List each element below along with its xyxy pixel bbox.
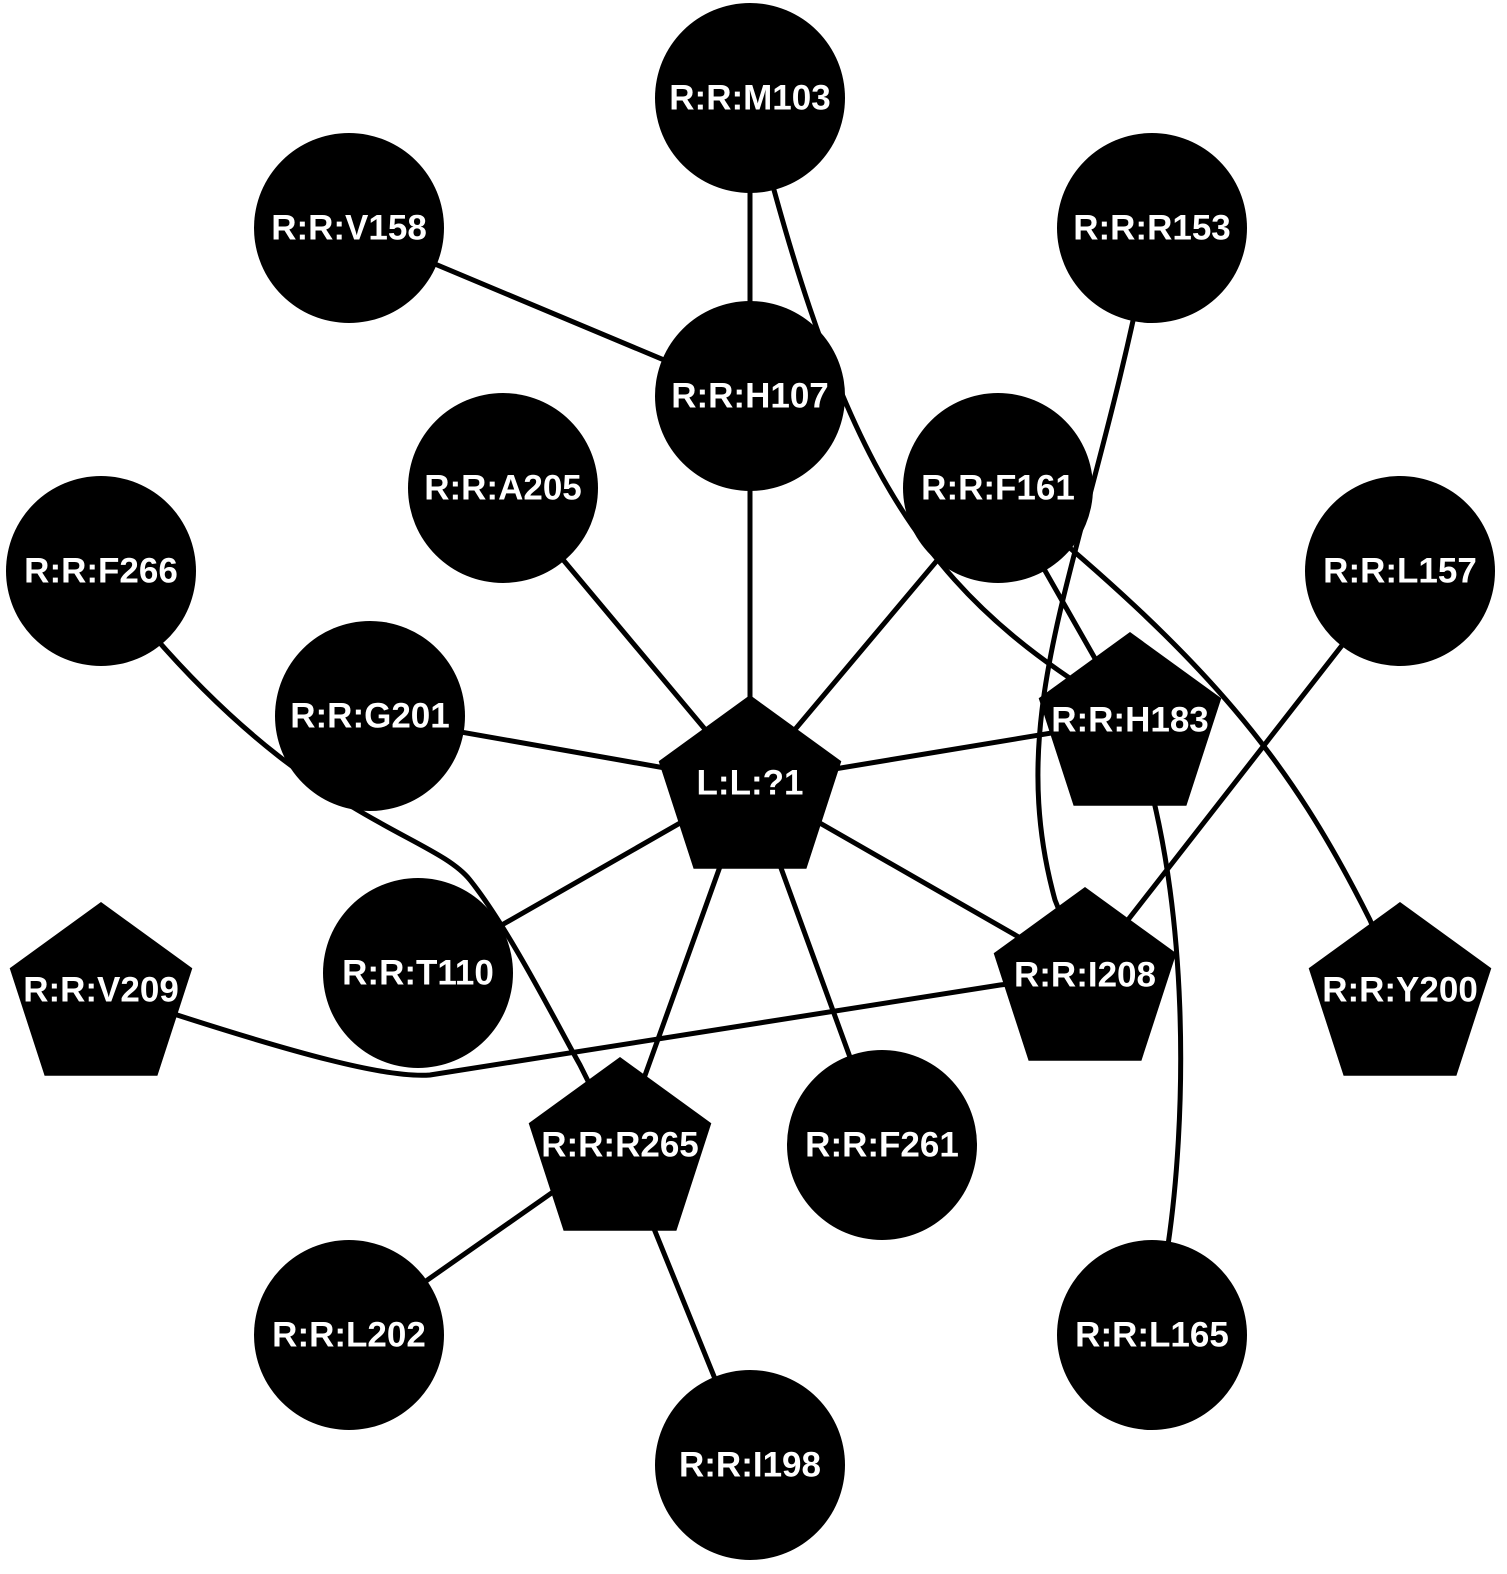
edge-f266-r265 xyxy=(98,568,623,1148)
edge-m103-h183 xyxy=(747,95,1133,723)
node-l157[interactable]: R:R:L157 xyxy=(1305,476,1495,666)
node-i208[interactable]: R:R:I208 xyxy=(993,887,1177,1061)
node-circle-shape xyxy=(408,393,598,583)
node-circle-shape xyxy=(323,878,513,1068)
node-h183[interactable]: R:R:H183 xyxy=(1038,632,1222,806)
node-v209[interactable]: R:R:V209 xyxy=(9,902,193,1076)
node-r153[interactable]: R:R:R153 xyxy=(1057,133,1247,323)
node-label: R:R:A205 xyxy=(424,469,582,508)
node-a205[interactable]: R:R:A205 xyxy=(408,393,598,583)
node-l202[interactable]: R:R:L202 xyxy=(254,1240,444,1430)
node-circle-shape xyxy=(254,133,444,323)
node-circle-shape xyxy=(787,1050,977,1240)
node-circle-shape xyxy=(1057,1240,1247,1430)
node-label: R:R:F261 xyxy=(805,1126,959,1165)
node-label: R:R:L157 xyxy=(1323,552,1477,591)
node-circle-shape xyxy=(655,1370,845,1560)
node-pentagon-shape xyxy=(993,887,1177,1061)
node-r265[interactable]: R:R:R265 xyxy=(528,1057,712,1231)
edge-v209-i208 xyxy=(98,972,1088,1078)
node-label: R:R:M103 xyxy=(669,79,830,118)
node-label: R:R:R265 xyxy=(541,1126,699,1165)
node-pentagon-shape xyxy=(1308,902,1492,1076)
node-pentagon-shape xyxy=(658,695,842,869)
node-label: R:R:F161 xyxy=(921,469,1075,508)
node-l1[interactable]: L:L:?1 xyxy=(658,695,842,869)
node-label: R:R:L165 xyxy=(1075,1316,1229,1355)
node-circle-shape xyxy=(903,393,1093,583)
node-label: R:R:F266 xyxy=(24,552,178,591)
node-l165[interactable]: R:R:L165 xyxy=(1057,1240,1247,1430)
node-f261[interactable]: R:R:F261 xyxy=(787,1050,977,1240)
node-label: R:R:V158 xyxy=(271,209,427,248)
node-f266[interactable]: R:R:F266 xyxy=(6,476,196,666)
node-g201[interactable]: R:R:G201 xyxy=(275,621,465,811)
node-pentagon-shape xyxy=(528,1057,712,1231)
node-h107[interactable]: R:R:H107 xyxy=(655,301,845,491)
node-label: R:R:L202 xyxy=(272,1316,426,1355)
node-t110[interactable]: R:R:T110 xyxy=(323,878,513,1068)
node-circle-shape xyxy=(254,1240,444,1430)
edge-r153-i208 xyxy=(1035,225,1155,978)
node-m103[interactable]: R:R:M103 xyxy=(655,3,845,193)
node-y200[interactable]: R:R:Y200 xyxy=(1308,902,1492,1076)
node-pentagon-shape xyxy=(9,902,193,1076)
node-circle-shape xyxy=(1057,133,1247,323)
node-f161[interactable]: R:R:F161 xyxy=(903,393,1093,583)
node-circle-shape xyxy=(655,301,845,491)
node-i198[interactable]: R:R:I198 xyxy=(655,1370,845,1560)
node-label: R:R:H183 xyxy=(1051,701,1209,740)
node-pentagon-shape xyxy=(1038,632,1222,806)
node-label: R:R:R153 xyxy=(1073,209,1231,248)
node-label: R:R:T110 xyxy=(342,954,494,993)
node-circle-shape xyxy=(1305,476,1495,666)
node-v158[interactable]: R:R:V158 xyxy=(254,133,444,323)
node-label: R:R:I208 xyxy=(1014,956,1156,995)
node-label: R:R:G201 xyxy=(290,697,449,736)
node-circle-shape xyxy=(275,621,465,811)
edge-f161-y200 xyxy=(995,485,1403,993)
node-circle-shape xyxy=(655,3,845,193)
node-label: R:R:H107 xyxy=(671,377,829,416)
node-label: R:R:Y200 xyxy=(1322,971,1478,1010)
node-label: L:L:?1 xyxy=(697,764,804,803)
node-label: R:R:V209 xyxy=(23,971,179,1010)
node-label: R:R:I198 xyxy=(679,1446,821,1485)
node-circle-shape xyxy=(6,476,196,666)
